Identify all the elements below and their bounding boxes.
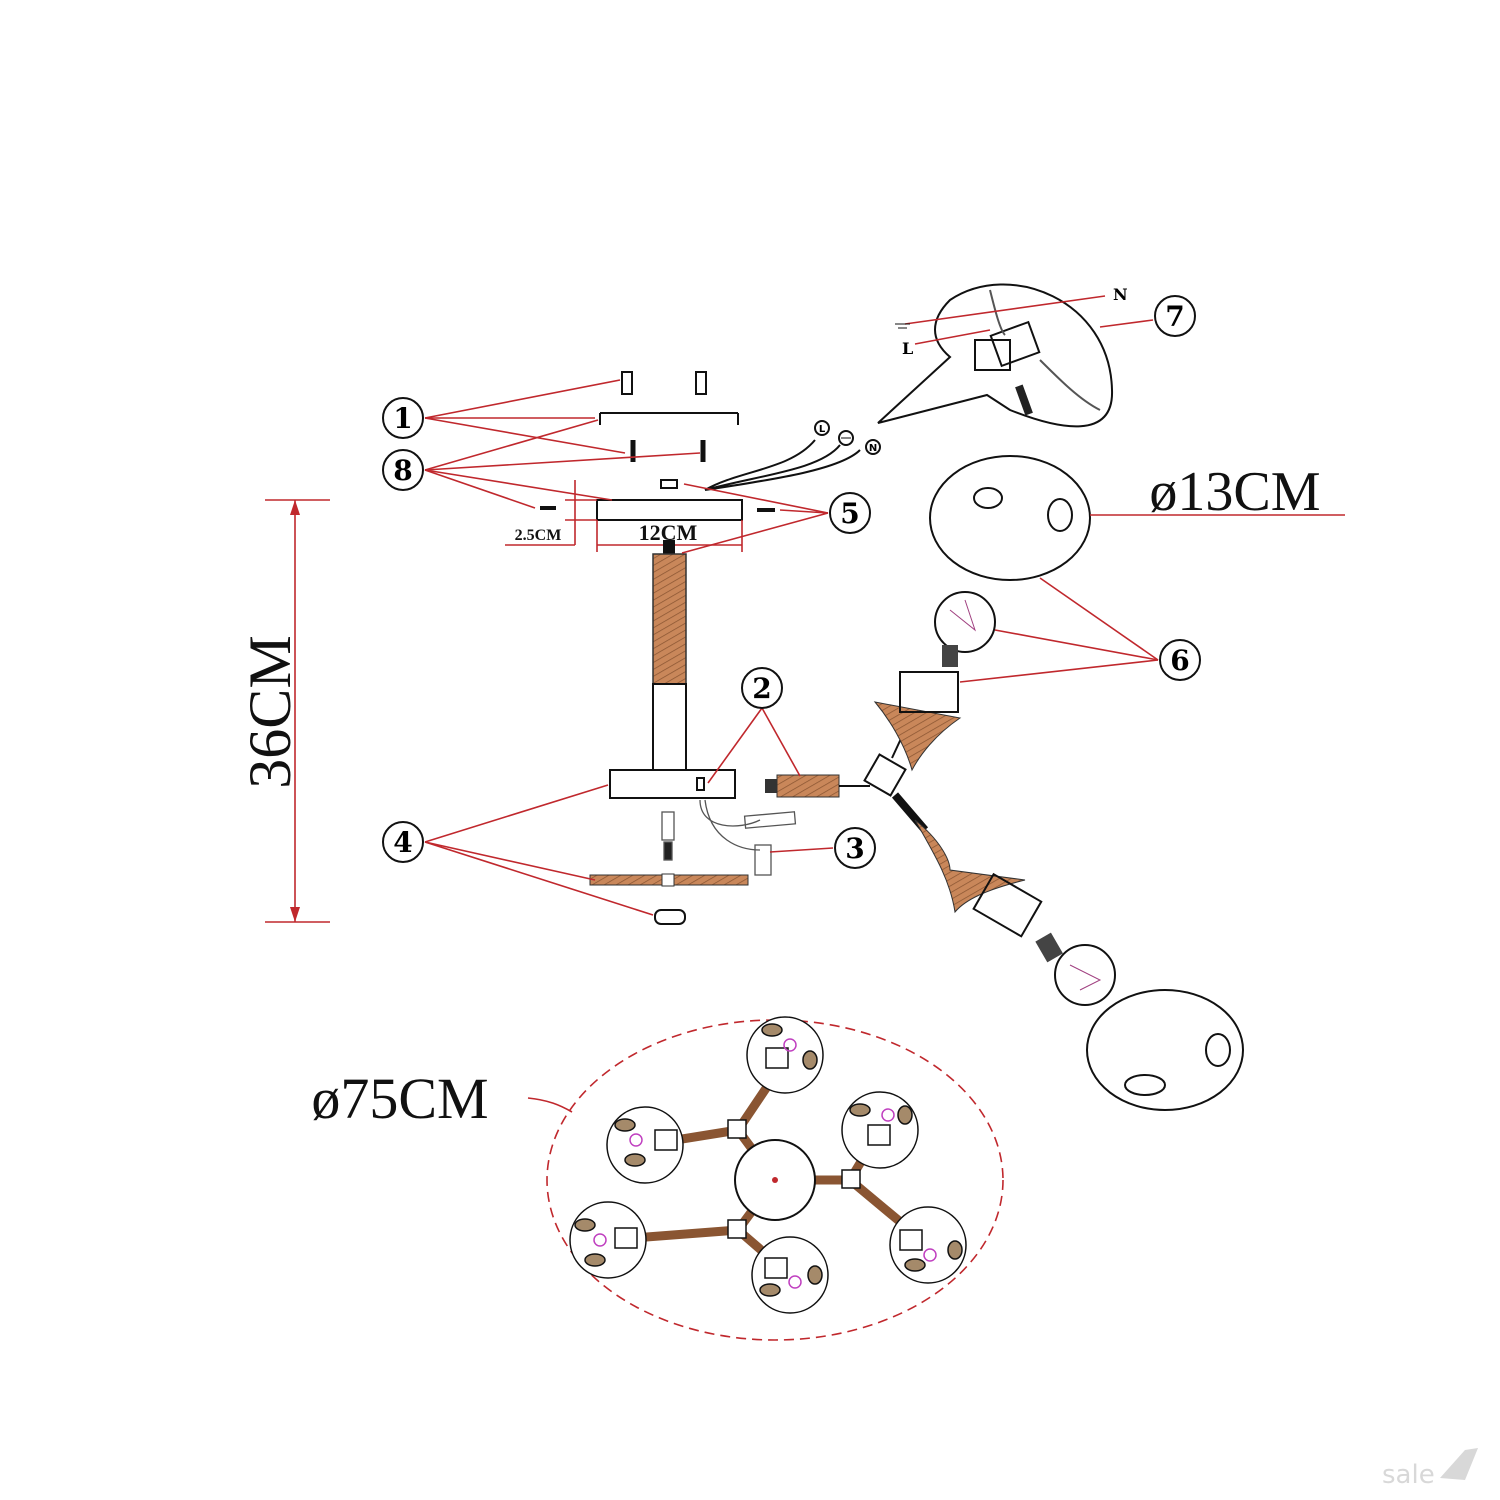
- svg-text:6: 6: [1170, 644, 1189, 677]
- end-cap: [654, 909, 686, 925]
- svg-text:8: 8: [393, 454, 412, 487]
- callout-4: 4: [382, 821, 424, 863]
- canopy-height-label: 2.5CM: [515, 527, 562, 544]
- leader-lines: [424, 319, 1159, 916]
- part-callouts: 1 8 5 2 6 3 4 7: [382, 295, 1201, 869]
- svg-text:sale: sale: [1382, 1460, 1435, 1490]
- svg-text:L: L: [819, 424, 826, 435]
- svg-text:2: 2: [752, 672, 771, 705]
- canopy: [596, 499, 743, 521]
- wire-terminals: L N: [814, 420, 881, 455]
- callout-1: 1: [382, 397, 424, 439]
- glass-globe-bottom: [1086, 989, 1244, 1111]
- bulb-top: [934, 591, 996, 667]
- svg-text:1: 1: [393, 402, 412, 435]
- callout-8: 8: [382, 449, 424, 491]
- arm-assembly: [765, 671, 1043, 938]
- canopy-dimensions: 12CM 2.5CM: [505, 480, 743, 552]
- neutral-label: N: [1113, 285, 1128, 304]
- svg-text:7: 7: [1165, 300, 1184, 333]
- height-dimension: 36CM: [237, 499, 330, 923]
- wiring-detail: N L: [877, 283, 1128, 428]
- svg-text:N: N: [869, 443, 877, 454]
- bulb-bottom: [1035, 932, 1116, 1006]
- height-label: 36CM: [237, 635, 303, 788]
- callout-5: 5: [829, 492, 871, 534]
- globe-diameter-label: ø13CM: [1149, 461, 1320, 523]
- watermark: sale: [1382, 1448, 1478, 1490]
- svg-text:5: 5: [840, 497, 859, 530]
- glass-globe-top: [929, 455, 1091, 581]
- rod: [652, 540, 687, 771]
- callout-2: 2: [741, 667, 783, 709]
- svg-text:3: 3: [845, 832, 864, 865]
- overall-diameter-label: ø75CM: [311, 1066, 488, 1131]
- lower-hub: [609, 769, 736, 799]
- callout-6: 6: [1159, 639, 1201, 681]
- mounting-bracket: [540, 371, 775, 512]
- svg-text:4: 4: [393, 826, 412, 859]
- socket-wires: [661, 799, 797, 876]
- callout-3: 3: [834, 827, 876, 869]
- top-view: ø75CM: [311, 1016, 1004, 1341]
- callout-7: 7: [1154, 295, 1196, 337]
- live-label: L: [902, 339, 913, 358]
